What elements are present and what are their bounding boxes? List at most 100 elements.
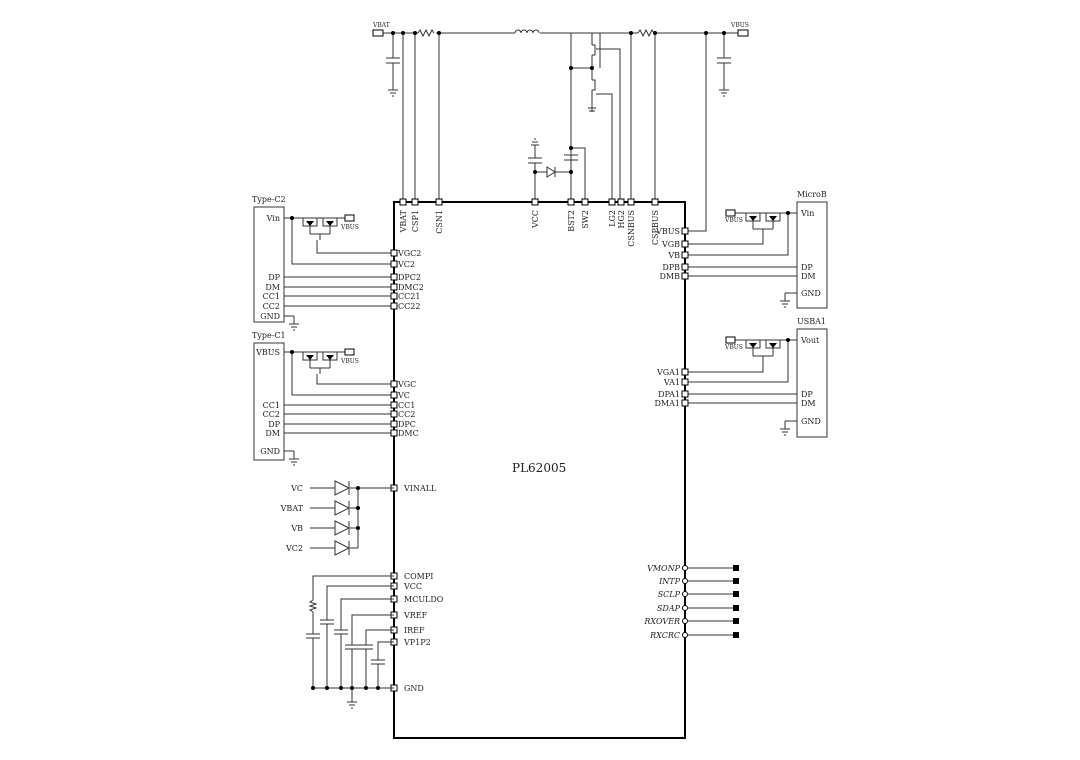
pin-cc22 [390,302,398,310]
vbat-port-label: VBAT [372,22,390,29]
pin-label: DPA1 [658,390,680,399]
pin-sdap [682,605,688,611]
pin-label: BST2 [567,210,576,232]
mosfet-pair-icon [738,339,788,362]
connector-pin-label: Vin [800,209,814,218]
connector-box [796,201,828,309]
connector-title: Type-C2 [252,195,286,204]
pin-csn1 [435,198,443,206]
pin-vmonp [682,565,688,571]
pin-vcc [531,198,539,206]
pin-label: VC [397,391,410,400]
connector-box [253,342,285,461]
ground-icon [780,421,790,436]
pin-label: VB [667,251,680,260]
pin-label: RXCRC [649,631,680,640]
pin-dmc [390,429,398,437]
pin-label: CC1 [398,401,415,410]
vbus-port-icon [737,29,749,37]
pin-vgc2 [390,249,398,257]
pin-vgc [390,380,398,388]
vbus-label: VBUS [340,358,359,365]
pin-dpb [681,263,689,271]
vbus-port-icon [344,214,355,222]
connector-pin-label: CC2 [263,302,280,311]
diode-input-label: VC2 [285,544,303,553]
pin-bst2 [567,198,575,206]
connector-pin-label: DP [801,390,813,399]
connector-pin-label: CC2 [263,410,280,419]
chip-name: PL62005 [512,461,566,475]
mosfet-pair-icon [295,351,345,374]
pin-label: CC21 [398,292,420,301]
pin-cc1 [390,401,398,409]
diode-icon [546,166,556,178]
connectors: Type-C2VinDPDMCC1CC2GNDVBUSType-C1VBUSCC… [252,190,828,466]
pin-dpc [390,420,398,428]
ground-icon [780,293,790,308]
pin-label: VA1 [663,378,680,387]
pin-label: CSP1 [411,210,420,232]
test-point-icon [733,605,739,611]
pin-label: DMC [398,429,419,438]
mosfet-body-diode-icon [306,355,334,360]
pin-label: HG2 [617,210,626,228]
pin-dmc2 [390,283,398,291]
pin-label: VCC [403,582,422,591]
pin-label: VGA1 [656,368,680,377]
pin-label: MCULDO [404,595,444,604]
ground-icon [289,451,299,466]
diode-input-label: VBAT [280,504,304,513]
mosfet-pair-icon [738,212,788,235]
pin-dmb [681,272,689,280]
diode-icon [310,480,351,496]
diode-input-label: VB [290,524,303,533]
diode-icon [310,500,351,516]
connector-pin-label: DM [801,272,816,281]
pin-label: SW2 [581,210,590,229]
diode-or-network: VC VBAT VB VC2 [280,480,394,556]
pin-label: VBAT [399,209,408,233]
pin-label: CC2 [398,410,415,419]
pin-label: RXOVER [643,617,680,626]
pin-csp1 [411,198,419,206]
test-point-icon [733,565,739,571]
pin-label: VC2 [397,260,415,269]
pin-sclp [682,591,688,597]
test-point-icon [733,591,739,597]
connector-pin-label: DP [801,263,813,272]
pin-label: VINALL [403,484,437,493]
pin-label: GND [404,684,424,693]
pin-cc2 [390,410,398,418]
pin-label: CC22 [398,302,420,311]
vbus-port-icon [344,348,355,356]
diode-input-label: VC [290,484,303,493]
pin-csnbus [627,198,635,206]
pin-label: VGC2 [397,249,421,258]
connector-pin-label: DM [801,399,816,408]
pin-label: VCC [531,210,540,229]
ground-icon [289,316,299,331]
pin-label: DPC2 [398,273,421,282]
pin-label: VBUS [655,227,680,236]
pin-lg2 [608,198,616,206]
vbat-port-icon [372,29,384,37]
vbus-port-label: VBUS [730,22,749,29]
vbus-label: VBUS [724,344,743,351]
pin-rxover [682,618,688,624]
connector-pin-label: VBUS [255,348,280,357]
pin-vc2 [390,260,398,268]
chip-body [393,201,686,739]
pin-label: CSPBUS [651,210,660,245]
vbus-port-icon [725,209,736,217]
vbus-label: VBUS [340,224,359,231]
pin-label: VP1P2 [403,638,431,647]
mosfet-body-diode-icon [749,343,777,348]
vbus-label: VBUS [724,217,743,224]
pin-dpa1 [681,390,689,398]
connector-pin-label: DP [268,273,280,282]
pin-label: CSNBUS [627,210,636,247]
pin-label: DPC [398,420,416,429]
